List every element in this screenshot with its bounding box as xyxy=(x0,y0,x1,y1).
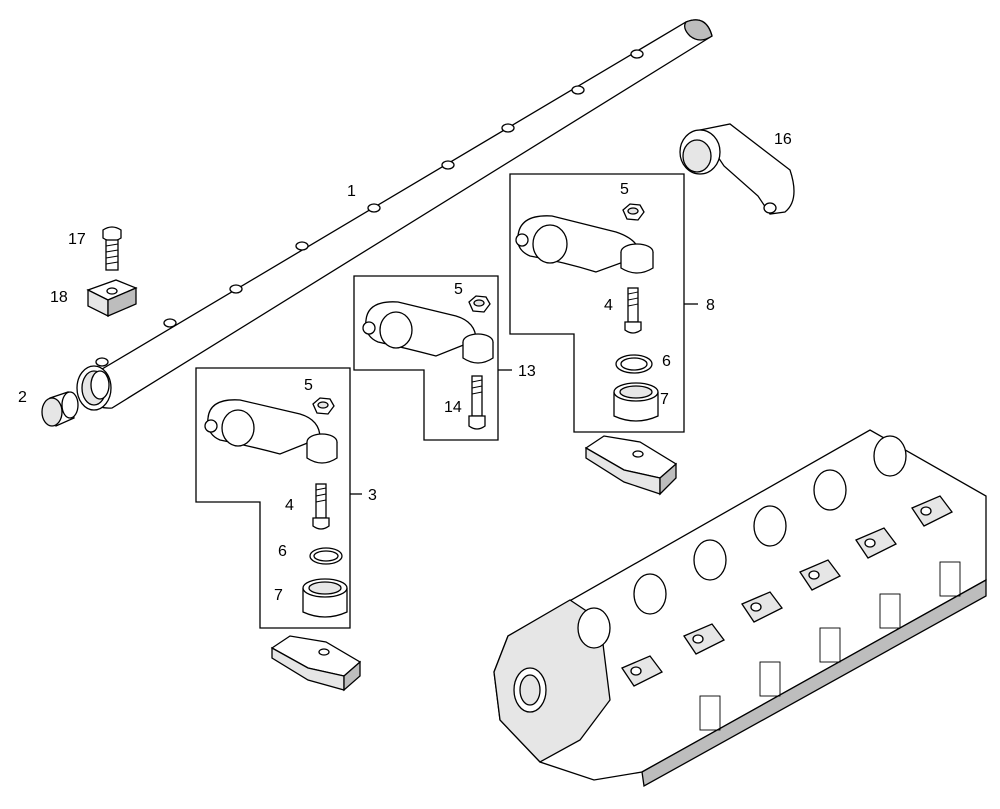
callout-5-lower: 5 xyxy=(304,377,313,394)
nut-3 xyxy=(312,397,335,415)
callout-6-lower: 6 xyxy=(278,543,287,560)
cap-screw xyxy=(102,226,122,271)
screw-14 xyxy=(468,375,486,430)
callout-2: 2 xyxy=(18,389,27,406)
rocker-assembly-box-8 xyxy=(509,173,685,433)
callout-18: 18 xyxy=(50,289,68,306)
callout-5-upper: 5 xyxy=(620,181,629,198)
callout-14: 14 xyxy=(444,399,462,416)
rocker-arm-13 xyxy=(362,301,494,364)
cylinder-head xyxy=(493,429,987,788)
plug xyxy=(41,391,79,427)
snap-ring-3 xyxy=(309,547,343,565)
spacer-block-upper xyxy=(584,435,678,496)
callout-7-lower: 7 xyxy=(274,587,283,604)
valve-ports xyxy=(621,495,953,687)
rocker-arm-3 xyxy=(204,399,338,464)
bolt-3 xyxy=(312,483,330,530)
leader-lines xyxy=(350,303,698,495)
bushing-3 xyxy=(302,578,348,618)
callout-4-lower: 4 xyxy=(285,497,294,514)
snap-ring-8 xyxy=(615,354,653,374)
callout-7-upper: 7 xyxy=(660,391,669,408)
side-windows xyxy=(699,561,961,731)
rocker-assembly-box-3 xyxy=(195,367,351,629)
callout-1: 1 xyxy=(347,183,356,200)
rocker-shaft xyxy=(76,19,713,411)
callout-5-center: 5 xyxy=(454,281,463,298)
callout-4-upper: 4 xyxy=(604,297,613,314)
end-opening xyxy=(513,667,547,713)
callout-16: 16 xyxy=(774,131,792,148)
support-block xyxy=(86,279,138,318)
bushing-8 xyxy=(613,382,659,422)
callout-6-upper: 6 xyxy=(662,353,671,370)
shaft-oil-holes xyxy=(95,49,644,367)
spacer-block-lower xyxy=(270,635,362,692)
callout-17: 17 xyxy=(68,231,86,248)
rocker-assembly-box-13 xyxy=(353,275,499,441)
callout-labels: 1 2 3 4 4 5 5 5 6 6 7 7 8 13 14 16 17 18 xyxy=(18,131,792,604)
callout-3: 3 xyxy=(368,487,377,504)
cam-bores xyxy=(577,435,907,649)
callout-13: 13 xyxy=(518,363,536,380)
callout-8: 8 xyxy=(706,297,715,314)
bracket xyxy=(679,123,795,215)
nut-8 xyxy=(622,203,645,221)
bolt-8 xyxy=(624,287,642,334)
rocker-arm-8 xyxy=(515,215,654,274)
nut-13 xyxy=(468,295,491,313)
